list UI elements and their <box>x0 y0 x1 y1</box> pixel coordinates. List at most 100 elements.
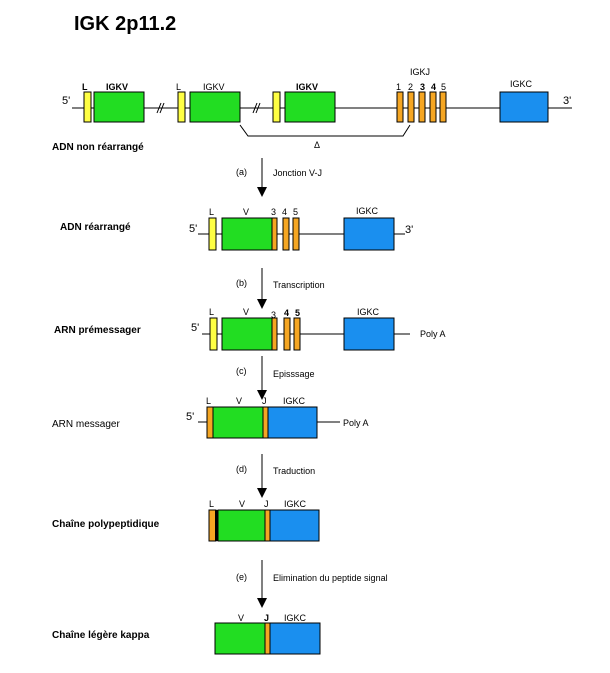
signal-peptide <box>208 509 217 542</box>
igkj-number: 3 <box>271 310 276 320</box>
igkj-number: 4 <box>431 82 436 92</box>
igkc-segment <box>343 317 395 351</box>
igkc-segment <box>343 217 395 251</box>
step-letter: (d) <box>236 464 247 474</box>
igkv-segment <box>284 91 336 123</box>
stage-label: ADN non réarrangé <box>52 142 144 153</box>
stage-label: ARN messager <box>52 419 120 430</box>
igkj-segment <box>293 317 301 351</box>
leader-segment <box>209 317 218 351</box>
row-pre-mrna: 5' L V 3 4 5 IGKC Poly A ARN prémessager <box>54 307 446 351</box>
j-label: J <box>262 396 267 406</box>
row-mrna: 5' L V J IGKC Poly A ARN messager <box>52 396 369 439</box>
igkj-number: 3 <box>420 82 425 92</box>
three-prime-label: 3' <box>563 95 571 107</box>
j-label: J <box>264 613 269 623</box>
step-label: Elimination du peptide signal <box>273 573 388 583</box>
igkc-segment <box>267 406 318 439</box>
leader-label: L <box>209 307 214 317</box>
v-segment <box>212 406 264 439</box>
leader-segment <box>83 91 92 123</box>
row-rearranged-dna: 5' 3' L V 3 4 5 IGKC ADN réarrangé <box>60 206 413 251</box>
igkj-number: 3 <box>271 207 276 217</box>
igkc-segment <box>499 91 549 123</box>
igkc-label: IGKC <box>357 307 380 317</box>
igkj-segment <box>407 91 415 123</box>
igkj-segment <box>439 91 447 123</box>
step-label: Jonction V-J <box>273 168 322 178</box>
step-label: Traduction <box>273 466 315 476</box>
j-domain <box>264 622 271 655</box>
stage-label: ARN prémessager <box>54 325 141 336</box>
v-label: V <box>243 207 249 217</box>
step-letter: (b) <box>236 278 247 288</box>
step-letter: (e) <box>236 572 247 582</box>
igkc-label: IGKC <box>510 79 533 89</box>
igkc-label: IGKC <box>356 206 379 216</box>
deletion-symbol: Δ <box>314 140 320 150</box>
gap-mark <box>156 102 162 114</box>
leader-segment <box>206 406 214 439</box>
igkj-number: 1 <box>396 82 401 92</box>
igkv-label: IGKV <box>203 82 225 92</box>
step-b: (b) Transcription <box>236 268 325 309</box>
step-a: (a) Jonction V-J <box>236 158 322 197</box>
igkj-number: 4 <box>284 308 289 318</box>
leader-label: L <box>206 396 211 406</box>
igkj-segment <box>396 91 404 123</box>
five-prime-label: 5' <box>189 223 197 235</box>
gap-mark <box>252 102 258 114</box>
step-letter: (a) <box>236 167 247 177</box>
stage-label: ADN réarrangé <box>60 222 131 233</box>
c-domain <box>269 622 321 655</box>
v-segment <box>221 317 273 351</box>
j-label: J <box>264 499 269 509</box>
step-c: (c) Episssage <box>236 356 315 400</box>
gap-mark <box>255 102 261 114</box>
polya-label: Poly A <box>420 329 446 339</box>
leader-label: L <box>82 82 88 92</box>
leader-label: L <box>209 499 214 509</box>
v-segment <box>221 217 273 251</box>
igkc-label: IGKC <box>284 499 307 509</box>
igkj-number: 5 <box>293 207 298 217</box>
stage-label: Chaîne polypeptidique <box>52 519 160 530</box>
row-germline-dna: 5' 3' L IGKV L IGKV IGKV IGKJ 1 2 3 4 5 … <box>52 67 572 153</box>
igkv-segment <box>93 91 145 123</box>
igkv-label: IGKV <box>106 82 128 92</box>
step-letter: (c) <box>236 366 247 376</box>
deletion-bracket <box>239 124 411 137</box>
igkj-number: 5 <box>441 82 446 92</box>
j-domain <box>264 509 271 542</box>
igkv-label: IGKV <box>296 82 318 92</box>
vj-segment <box>271 217 278 251</box>
vj-segment <box>271 317 278 351</box>
v-domain <box>217 509 266 542</box>
igkj-number: 2 <box>408 82 413 92</box>
page-title: IGK 2p11.2 <box>74 13 176 35</box>
v-domain <box>214 622 266 655</box>
step-e: (e) Elimination du peptide signal <box>236 560 388 608</box>
j-segment <box>262 406 269 439</box>
polya-label: Poly A <box>343 418 369 428</box>
v-label: V <box>236 396 242 406</box>
igkc-label: IGKC <box>283 396 306 406</box>
three-prime-label: 3' <box>405 224 413 236</box>
step-d: (d) Traduction <box>236 454 315 498</box>
igkj-number: 4 <box>282 207 287 217</box>
igkj-segment <box>429 91 437 123</box>
igkc-label: IGKC <box>284 613 307 623</box>
igkj-number: 5 <box>295 308 300 318</box>
gap-mark <box>159 102 165 114</box>
step-label: Episssage <box>273 369 315 379</box>
v-label: V <box>238 613 244 623</box>
v-label: V <box>243 307 249 317</box>
leader-segment <box>272 91 281 123</box>
five-prime-label: 5' <box>186 411 194 423</box>
cleavage-site <box>215 510 218 541</box>
igkj-segment <box>283 317 291 351</box>
five-prime-label: 5' <box>62 95 70 107</box>
igkj-segment <box>282 217 290 251</box>
igkj-segment <box>418 91 426 123</box>
